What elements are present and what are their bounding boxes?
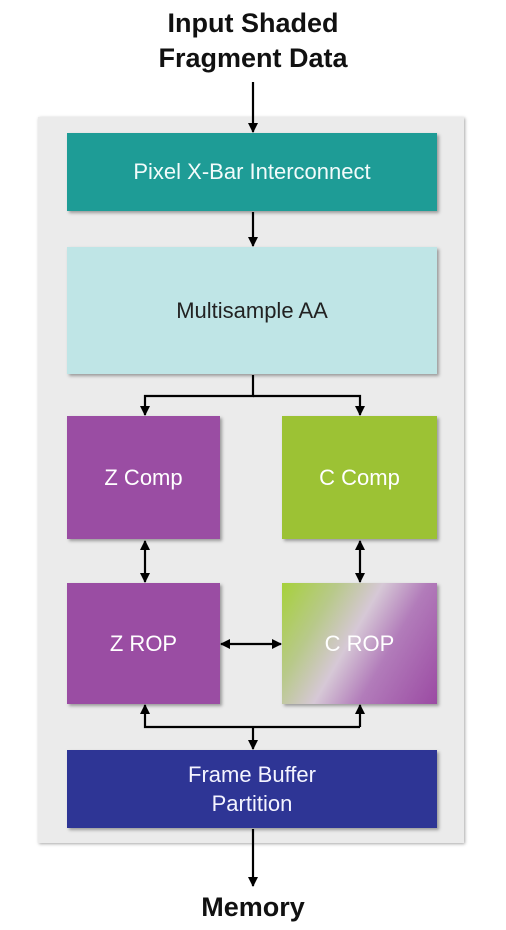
c-rop-block: C ROP <box>282 583 437 704</box>
input-title-line2: Fragment Data <box>158 43 348 73</box>
arrow-z-rop-bus <box>140 704 360 729</box>
frame-buffer-label-line2: Partition <box>211 791 293 816</box>
memory-title: Memory <box>201 892 305 922</box>
frame-buffer-partition-block: Frame Buffer Partition <box>67 750 437 828</box>
c-comp-block: C Comp <box>282 416 437 539</box>
z-rop-block: Z ROP <box>67 583 220 704</box>
multisample-aa-block: Multisample AA <box>67 247 437 374</box>
frame-buffer-label-line1: Frame Buffer <box>188 762 316 787</box>
input-title-line1: Input Shaded <box>167 8 339 38</box>
pixel-xbar-interconnect-block: Pixel X-Bar Interconnect <box>67 133 437 211</box>
arrow-msaa-to-c-comp <box>253 394 365 416</box>
z-comp-block: Z Comp <box>67 416 220 539</box>
arrow-msaa-to-z-comp <box>140 375 255 416</box>
